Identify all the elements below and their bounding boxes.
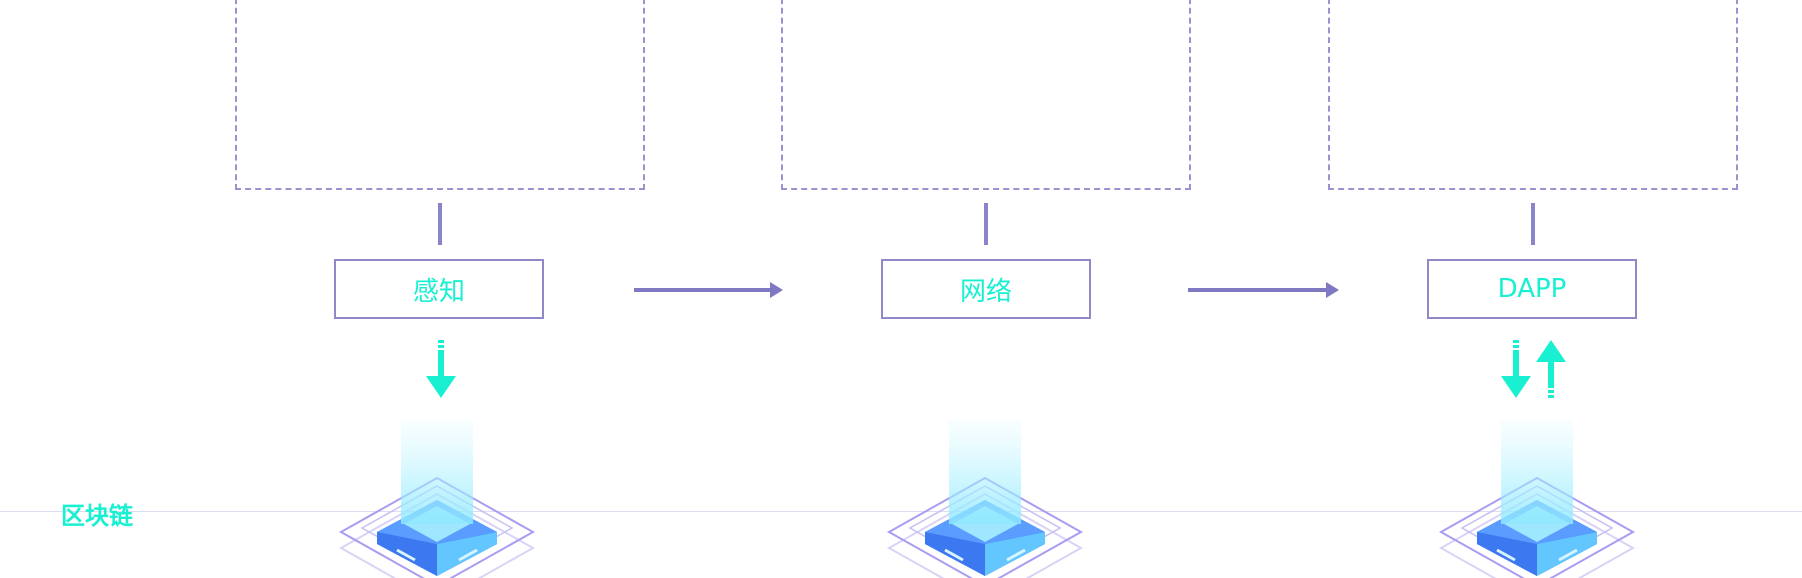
chip-icon [338, 420, 536, 578]
flow-arrow-1 [634, 282, 783, 298]
stage-node-network: 网络 [881, 259, 1091, 319]
stage-panel-3 [1328, 0, 1738, 190]
chip-icon [886, 420, 1084, 578]
panel-connector-2 [984, 203, 988, 245]
stage-node-perception: 感知 [334, 259, 544, 319]
stage-panel-1 [235, 0, 645, 190]
panel-connector-1 [438, 203, 442, 245]
stage-label: DAPP [1497, 274, 1567, 304]
stage-label: 感知 [412, 276, 465, 307]
chain-baseline [0, 511, 1802, 512]
down-arrow-icon [426, 340, 456, 398]
stage-label: 网络 [959, 276, 1012, 307]
down-arrow-icon [1501, 340, 1531, 398]
chain-label: 区块链 [61, 502, 133, 530]
stage-panel-2 [781, 0, 1191, 190]
up-arrow-icon [1536, 340, 1566, 398]
flow-arrow-2 [1188, 282, 1339, 298]
chip-icon [1438, 420, 1636, 578]
stage-node-dapp: DAPP [1427, 259, 1637, 319]
panel-connector-3 [1531, 203, 1535, 245]
